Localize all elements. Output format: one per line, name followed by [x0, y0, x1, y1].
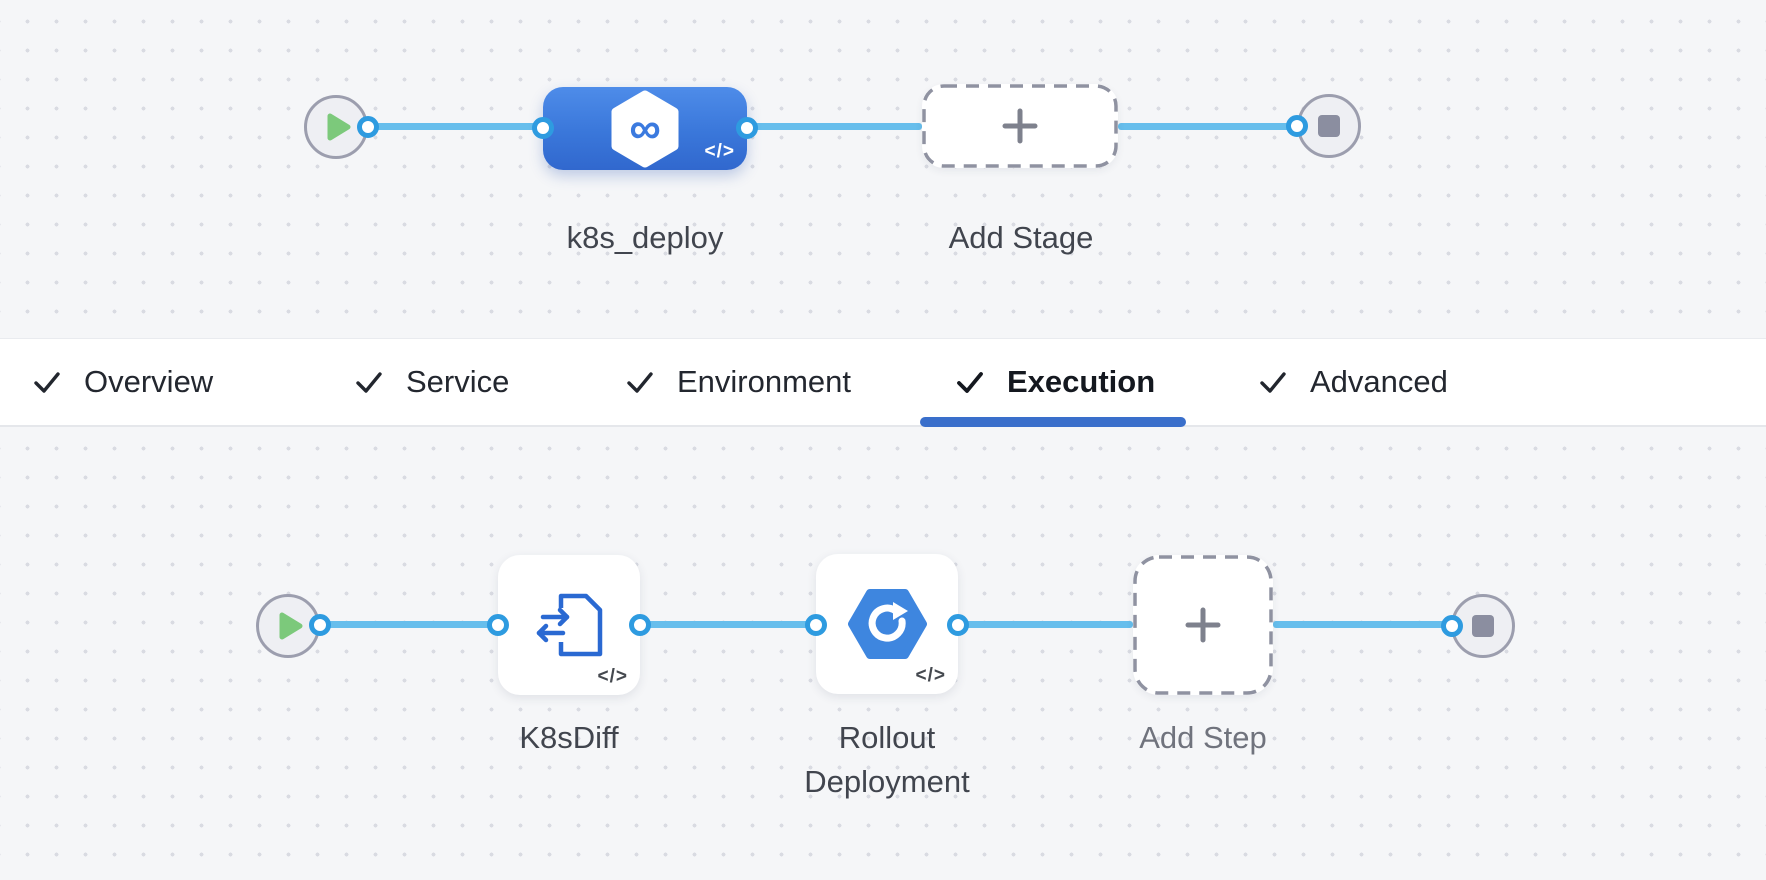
- port-k8sdiff-in[interactable]: [487, 614, 509, 636]
- k8s-diff-icon: [536, 593, 603, 657]
- check-icon: [627, 372, 653, 393]
- tab-label: Service: [406, 364, 510, 399]
- tab-label: Environment: [677, 364, 852, 399]
- rollout-deployment-icon: [848, 589, 927, 659]
- port-start-out[interactable]: [309, 614, 331, 636]
- port-k8sdiff-out[interactable]: [629, 614, 651, 636]
- port-start-out[interactable]: [357, 116, 379, 138]
- plus-icon: [1002, 108, 1038, 144]
- stage-name-label: k8s_deploy: [566, 220, 724, 255]
- stop-icon: [1318, 115, 1340, 137]
- port-stage-in[interactable]: [532, 117, 554, 139]
- check-icon: [356, 372, 382, 393]
- tab-advanced[interactable]: Advanced: [1257, 339, 1448, 425]
- tab-service[interactable]: Service: [353, 339, 509, 425]
- stage-node-k8s-deploy[interactable]: ∞ </>: [543, 87, 747, 170]
- stage-config-tabbar: Overview Service Environment Execution A…: [0, 338, 1766, 427]
- add-step-label: Add Step: [1139, 720, 1267, 755]
- edge-k8sdiff-to-rollout: [640, 621, 816, 628]
- port-stage-out[interactable]: [736, 117, 758, 139]
- port-rollout-out[interactable]: [947, 614, 969, 636]
- port-end-in[interactable]: [1286, 115, 1308, 137]
- step-node-rollout-deployment[interactable]: </>: [816, 554, 958, 694]
- play-icon: [327, 113, 351, 141]
- tab-overview[interactable]: Overview: [31, 339, 213, 425]
- yaml-code-toggle-icon[interactable]: </>: [915, 665, 946, 686]
- add-stage-label: Add Stage: [948, 220, 1094, 255]
- stage-graph-canvas[interactable]: ∞ </> k8s_deploy Add Stage: [0, 0, 1766, 338]
- yaml-code-toggle-icon[interactable]: </>: [704, 141, 735, 162]
- tab-label: Overview: [84, 364, 214, 399]
- tab-environment[interactable]: Environment: [624, 339, 851, 425]
- edge-start-to-k8sdiff: [320, 621, 498, 628]
- edge-addstep-to-end: [1273, 621, 1452, 628]
- active-tab-underline: [920, 417, 1186, 427]
- step-node-k8sdiff[interactable]: </>: [498, 555, 640, 695]
- stage-deploy-icon: ∞: [611, 90, 679, 167]
- step-name-label: K8sDiff: [519, 720, 619, 755]
- add-step-button[interactable]: [1133, 555, 1273, 695]
- svg-text:∞: ∞: [629, 104, 660, 153]
- check-icon: [1260, 372, 1286, 393]
- tab-execution[interactable]: Execution: [954, 339, 1155, 425]
- step-name-label: Rollout Deployment: [804, 720, 970, 799]
- edge-addstage-to-end: [1118, 123, 1297, 130]
- edge-stage-to-addstage: [747, 123, 922, 130]
- tab-label: Execution: [1007, 364, 1156, 399]
- plus-icon: [1185, 607, 1221, 643]
- edge-start-to-stage: [368, 123, 545, 130]
- execution-graph-canvas[interactable]: </> </> K8sDiff Ro: [0, 427, 1766, 880]
- tab-label: Advanced: [1310, 364, 1448, 399]
- check-icon: [34, 372, 60, 393]
- add-stage-button[interactable]: [922, 84, 1118, 168]
- check-icon: [957, 372, 983, 393]
- yaml-code-toggle-icon[interactable]: </>: [597, 666, 628, 687]
- stop-icon: [1472, 615, 1494, 637]
- edge-rollout-to-addstep: [958, 621, 1133, 628]
- port-end-in[interactable]: [1441, 615, 1463, 637]
- port-rollout-in[interactable]: [805, 614, 827, 636]
- play-icon: [279, 612, 303, 640]
